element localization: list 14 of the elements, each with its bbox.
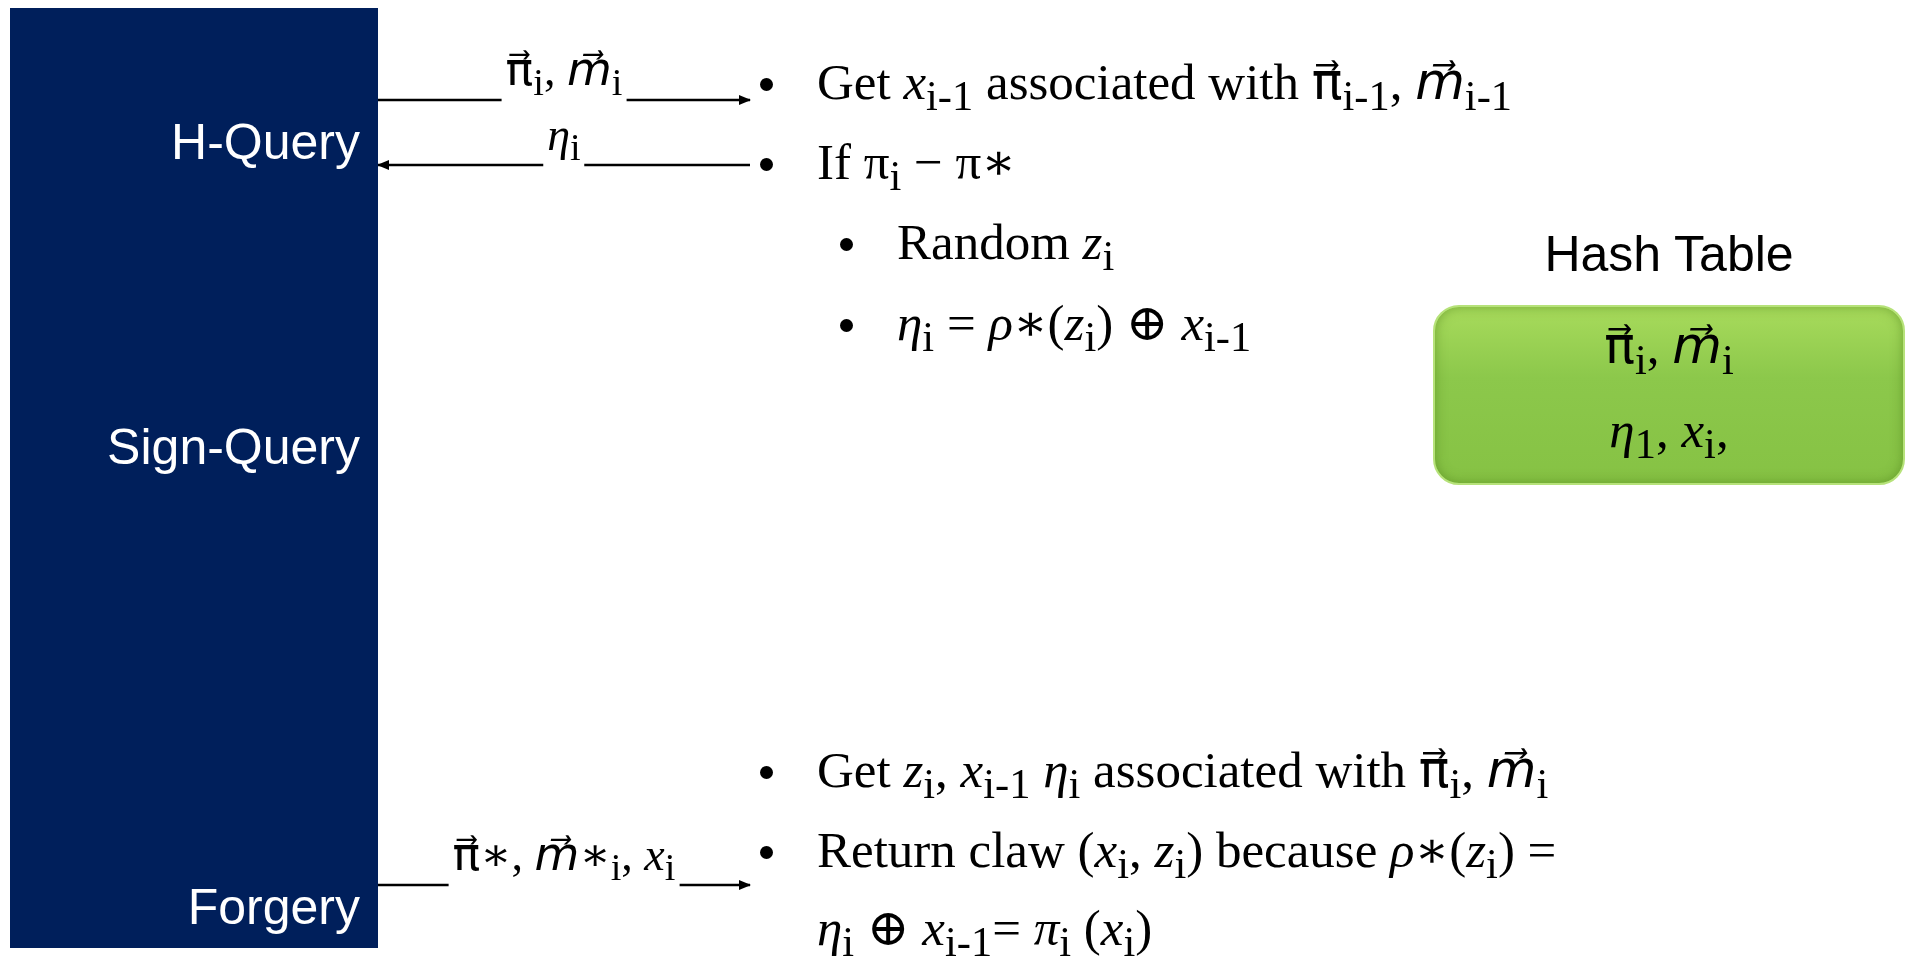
bullet-text: Get x$_{i-1}$ associated with π⃗$_{i-1}$, m⃗$_{i-1}$ [817,53,1513,122]
query-label: Sign-Query [107,418,360,476]
bullet-text: If π$_{i}$ − π∗ [817,133,1016,202]
query-label: H-Query [171,113,360,171]
bullet-text: η$_{i}$ = ρ∗(z$_{i}$) ⊕ x$_{i-1}$ [897,293,1252,362]
table-entry: η$_{1}$, x$_{i}$, [1609,401,1729,470]
bullet-text: Get z$_{i}$, x$_{i-1}$ η$_{i}$ associated with π⃗$_{i}$, m⃗$_{i}$ [817,741,1549,810]
bullet-text: Return claw (x$_{i}$, z$_{i}$) because ρ∗(z$_{i}$) = η$_{i}$ ⊕ x$_{i-1}$= π$_{i}$ (x$_{i}$) [817,821,1558,966]
arrow [377,160,750,170]
bullet-text: Random z$_{i}$ [897,213,1115,282]
table-heading: Hash Table [1544,225,1794,283]
query-label: Forgery [187,878,360,936]
query-column [10,8,378,948]
table-entry: π⃗$_{i}$, m⃗$_{i}$ [1604,316,1734,385]
